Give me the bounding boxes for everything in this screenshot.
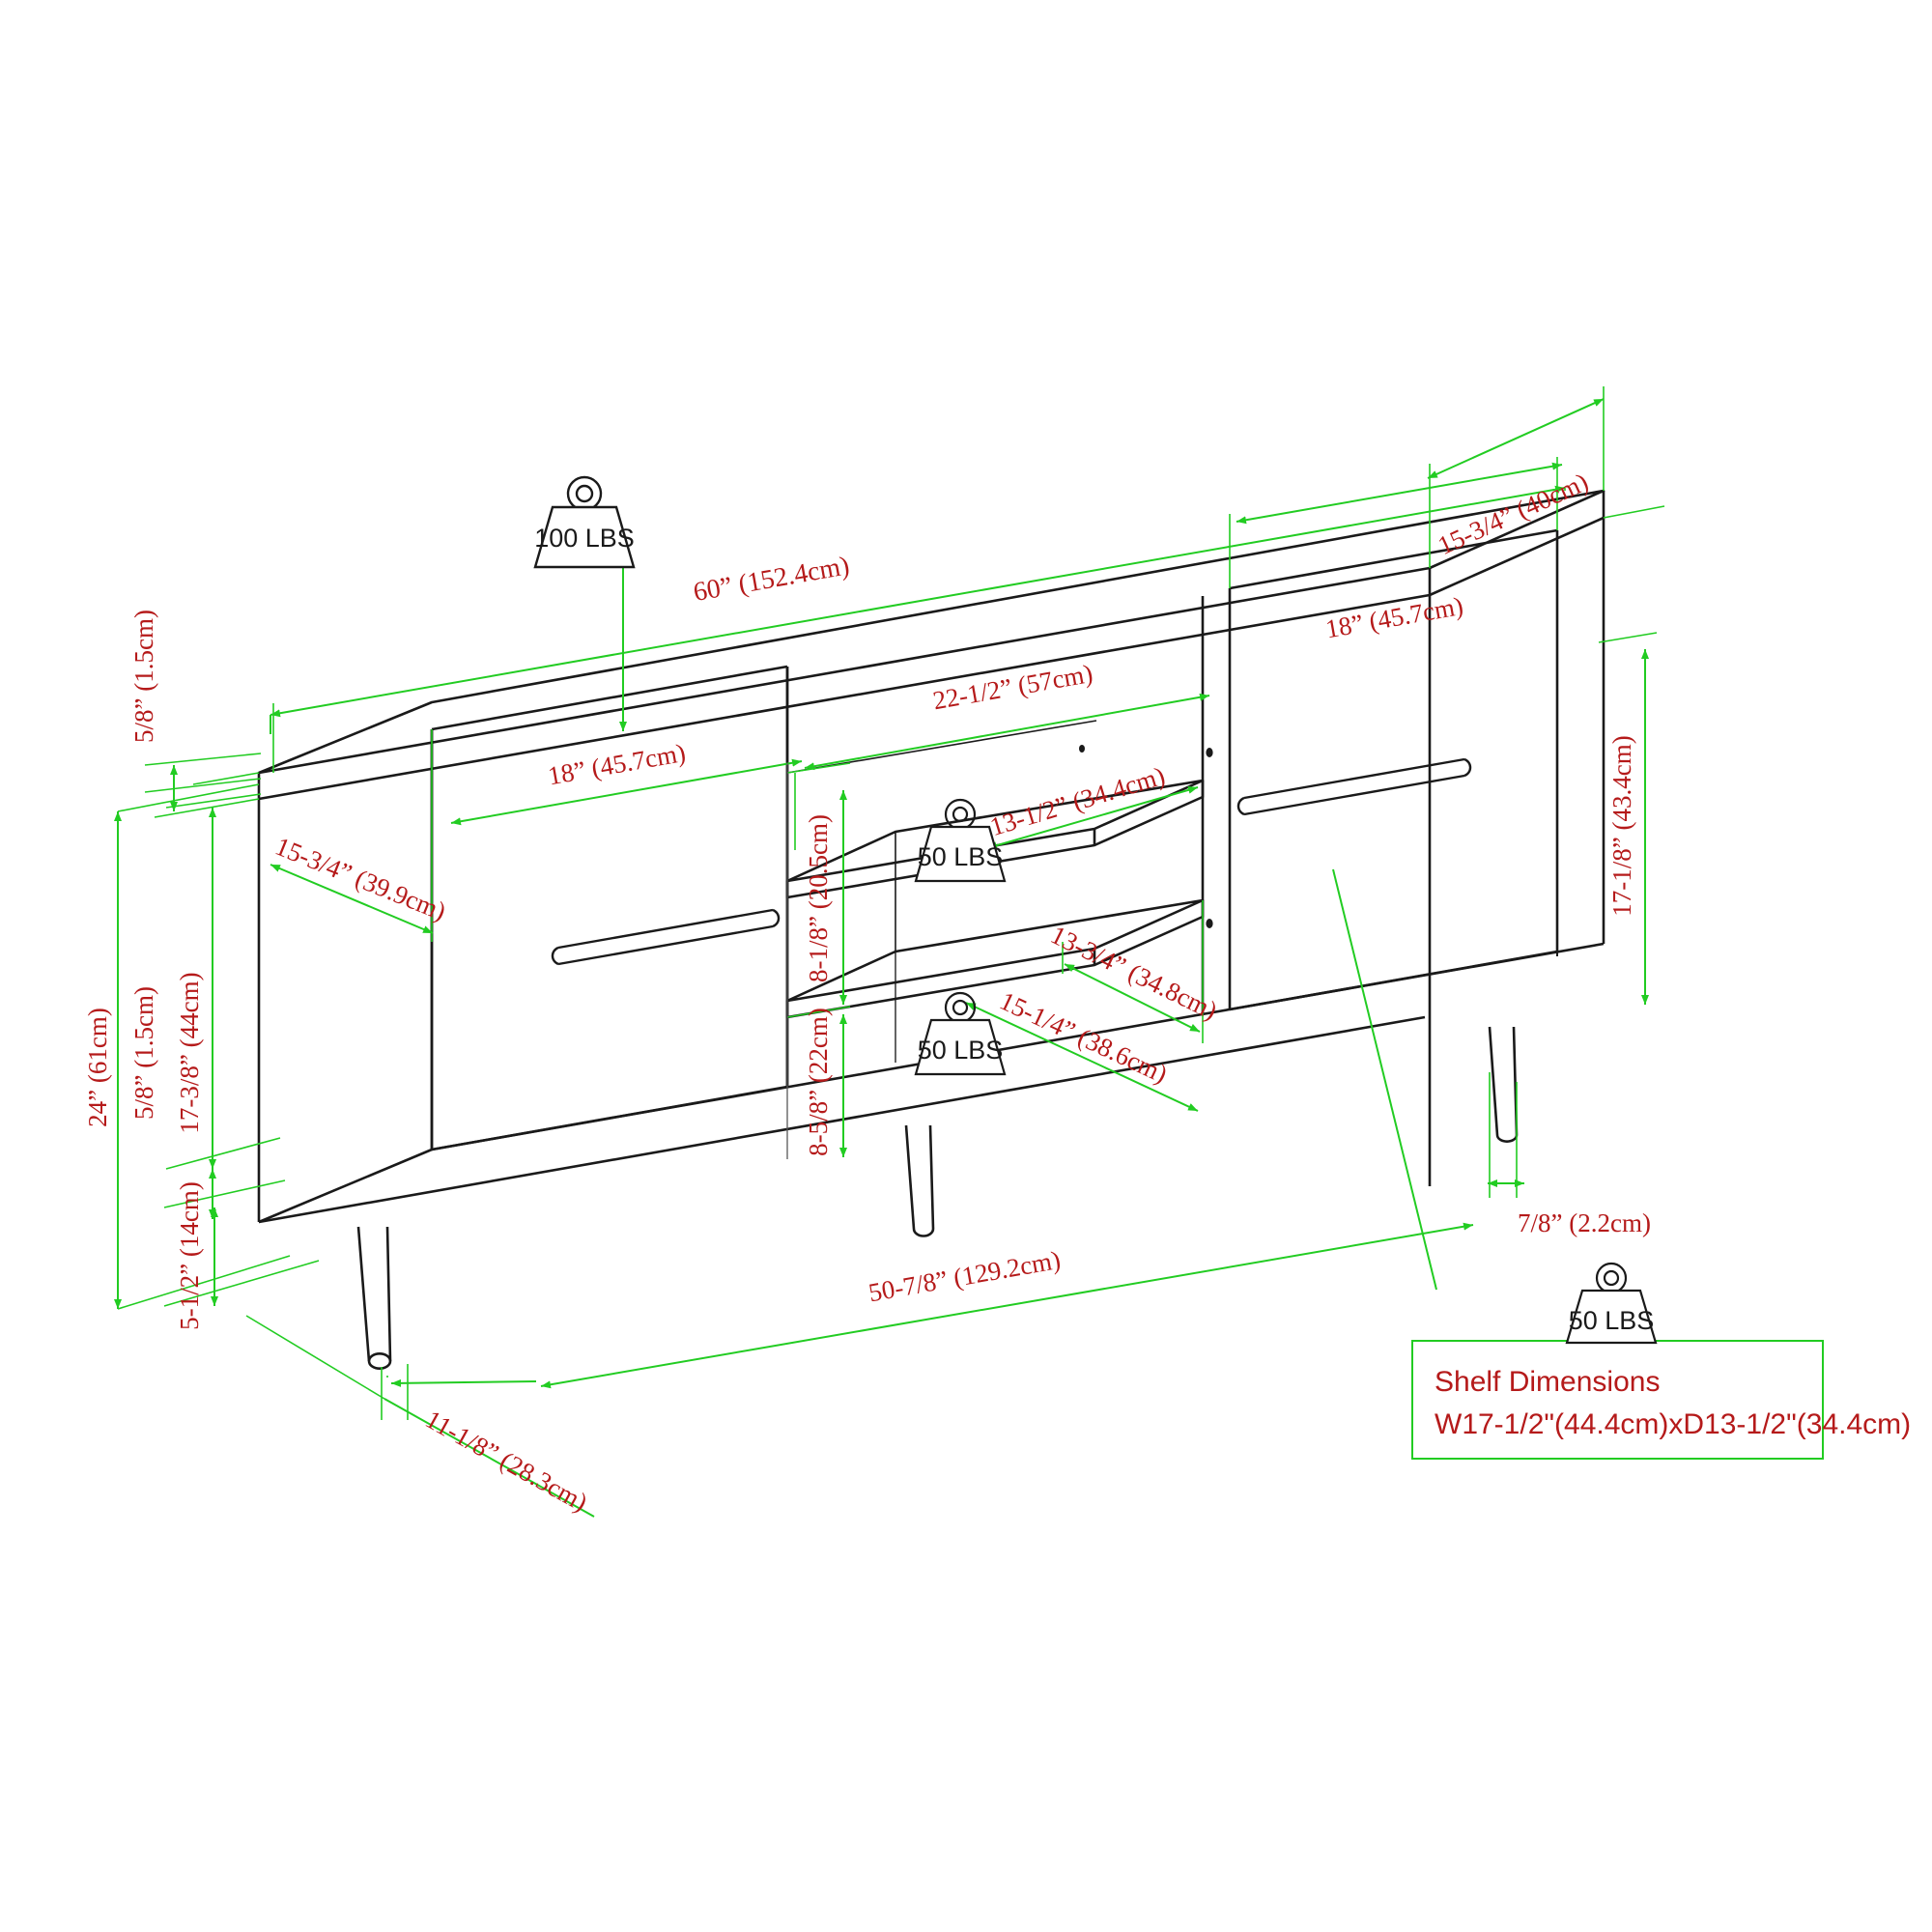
shelf-dimensions-callout: Shelf Dimensions W17-1/2"(44.4cm)xD13-1/…: [1435, 1366, 1911, 1440]
callout-line1: Shelf Dimensions: [1435, 1366, 1660, 1398]
dimline-right-door-width: [1236, 462, 1563, 525]
dim-overall-width: 60” (152.4cm): [691, 551, 851, 608]
dim-overall-depth: 15-3/4” (40cm): [1434, 467, 1593, 560]
dim-interior-height: 17-1/8” (43.4cm): [1607, 735, 1636, 916]
callout-line2: W17-1/2"(44.4cm)xD13-1/2"(34.4cm): [1435, 1408, 1911, 1440]
weight-label-50lbs-upper: 50 LBS: [918, 842, 1004, 871]
dimline-overall-width: [270, 485, 1566, 718]
dimension-lines: [114, 386, 1824, 1518]
dimline-center-opening-width: [804, 693, 1210, 771]
dim-lower-shelf-width: 15-1/4” (38.6cm): [996, 986, 1173, 1089]
dim-bottom-thickness: 5/8” (1.5cm): [129, 986, 158, 1120]
dim-lower-shelf-depth: 13-3/4” (34.8cm): [1046, 920, 1222, 1025]
dim-overall-height: 24” (61cm): [83, 1008, 112, 1127]
dim-body-height: 17-3/8” (44cm): [175, 972, 204, 1133]
dim-leg-span: 50-7/8” (129.2cm): [867, 1245, 1063, 1307]
weight-icon-50lbs-upper: 50 LBS: [914, 798, 1007, 883]
dim-upper-opening-height: 8-1/8” (20.5cm): [804, 814, 833, 982]
dim-leg-height: 5-1/2” (14cm): [175, 1181, 204, 1330]
dimline-upper-shelf-depth: [986, 785, 1199, 850]
dimline-left-door-width: [450, 758, 803, 826]
weight-icon-50lbs-lower: 50 LBS: [914, 991, 1007, 1076]
dim-leg-inset: 11-1/8” (28.3cm): [421, 1405, 593, 1518]
left-door-handle: [551, 908, 781, 966]
top-panel-surface: [257, 489, 1605, 775]
dim-upper-shelf-depth: 13-1/2” (34.4cm): [986, 761, 1168, 841]
dimline-leg-inset: [384, 1398, 595, 1518]
callout-leader: [1332, 868, 1437, 1291]
weight-label-100lbs: 100 LBS: [534, 524, 635, 553]
weight-label-50lbs-lower: 50 LBS: [918, 1036, 1004, 1065]
weight-icon-100lbs: 100 LBS: [533, 475, 636, 569]
dim-leg-diameter: 7/8” (2.2cm): [1518, 1208, 1651, 1237]
dim-top-thickness: 5/8” (1.5cm): [129, 610, 158, 743]
callout-box: [1411, 1340, 1824, 1460]
dimline-overall-depth: [1427, 398, 1605, 479]
dimline-side-depth: [270, 864, 434, 934]
right-door-handle: [1236, 757, 1472, 816]
weight-label-50lbs-callout: 50 LBS: [1569, 1306, 1655, 1335]
dim-right-door-width: 18” (45.7cm): [1323, 591, 1465, 644]
dimline-leg-span: [540, 1222, 1474, 1389]
dim-lower-opening-height: 8-5/8” (22cm): [804, 1008, 833, 1156]
dim-side-depth: 15-3/4” (39.9cm): [271, 832, 450, 926]
dimline-lower-shelf-width: [965, 1002, 1199, 1112]
weight-icon-50lbs-callout: 50 LBS: [1565, 1262, 1658, 1345]
